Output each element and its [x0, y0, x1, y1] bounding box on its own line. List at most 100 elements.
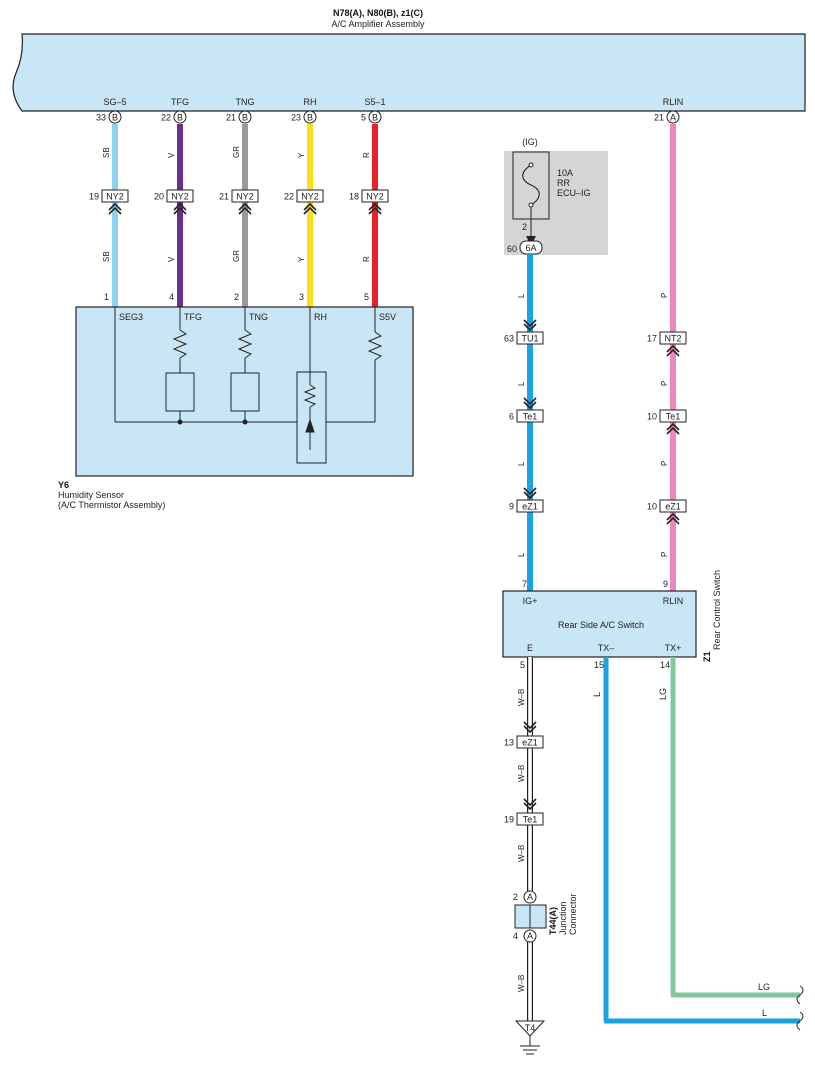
svg-text:14: 14 [660, 660, 670, 670]
connector-ez1: eZ1 10 [647, 499, 687, 513]
svg-text:6A: 6A [525, 243, 536, 253]
svg-text:V: V [167, 256, 176, 262]
svg-text:15: 15 [594, 660, 604, 670]
svg-text:9: 9 [663, 579, 668, 589]
svg-text:TX+: TX+ [665, 643, 682, 653]
amp-terminal-label: RH [304, 97, 317, 107]
svg-text:9: 9 [509, 502, 514, 512]
svg-text:TFG: TFG [184, 312, 202, 322]
svg-text:NY2: NY2 [366, 192, 384, 202]
connector-ez1: eZ1 9 [509, 499, 544, 513]
svg-text:RLIN: RLIN [663, 97, 684, 107]
svg-text:W–B: W–B [517, 765, 526, 782]
fuse-block-background [504, 151, 608, 255]
amp-terminal-label: TFG [171, 97, 189, 107]
svg-text:18: 18 [349, 192, 359, 202]
amp-terminal-label: TNG [236, 97, 255, 107]
svg-text:RLIN: RLIN [663, 596, 684, 606]
diagram-title-code: N78(A), N80(B), z1(C) [333, 8, 423, 18]
sensor-name: Humidity Sensor [58, 490, 124, 500]
svg-text:22: 22 [284, 192, 294, 202]
switch-name: Rear Side A/C Switch [558, 620, 644, 630]
svg-text:P: P [660, 552, 669, 557]
svg-text:B: B [372, 113, 378, 123]
svg-text:LG: LG [758, 982, 770, 992]
svg-text:5: 5 [361, 113, 366, 123]
svg-text:3: 3 [299, 292, 304, 302]
svg-text:4: 4 [513, 931, 518, 941]
svg-text:W–B: W–B [517, 975, 526, 992]
svg-text:19: 19 [504, 815, 514, 825]
svg-text:L: L [517, 381, 526, 386]
svg-text:GR: GR [232, 146, 241, 158]
svg-text:P: P [660, 293, 669, 298]
sensor-code: Y6 [58, 480, 69, 490]
svg-text:S5V: S5V [379, 312, 396, 322]
svg-text:63: 63 [504, 334, 514, 344]
svg-text:V: V [167, 152, 176, 158]
svg-text:2: 2 [234, 292, 239, 302]
svg-text:eZ1: eZ1 [522, 502, 538, 512]
svg-text:NY2: NY2 [171, 192, 189, 202]
switch-desc: Rear Control Switch [712, 570, 722, 650]
svg-text:6: 6 [509, 412, 514, 422]
svg-text:GR: GR [232, 250, 241, 262]
amp-terminal-label: S5–1 [364, 97, 385, 107]
svg-text:B: B [112, 113, 118, 123]
fuse-conn-pin: 60 [507, 244, 517, 254]
svg-text:P: P [660, 381, 669, 386]
svg-text:L: L [592, 692, 602, 697]
svg-text:Y: Y [297, 152, 306, 158]
connector-tu1: TU1 63 [504, 331, 544, 345]
connector-ez1: eZ1 13 [504, 735, 544, 749]
svg-text:Junction: Junction [558, 901, 568, 935]
svg-text:NY2: NY2 [236, 192, 254, 202]
svg-text:Connector: Connector [568, 893, 578, 935]
connector-te1: Te1 10 [647, 409, 687, 423]
svg-text:7: 7 [522, 579, 527, 589]
svg-text:R: R [362, 152, 371, 158]
rear-ac-switch-box [502, 590, 697, 658]
svg-text:A: A [527, 892, 533, 902]
svg-text:RH: RH [314, 312, 327, 322]
svg-text:L: L [517, 293, 526, 298]
svg-text:eZ1: eZ1 [665, 502, 681, 512]
fuse-name-2: ECU–IG [557, 188, 591, 198]
fuse-ig-label: (IG) [522, 137, 538, 147]
svg-text:B: B [307, 113, 313, 123]
svg-text:2: 2 [513, 892, 518, 902]
svg-text:B: B [242, 113, 248, 123]
svg-text:L: L [517, 461, 526, 466]
svg-text:1: 1 [104, 292, 109, 302]
svg-text:23: 23 [291, 113, 301, 123]
svg-text:10: 10 [647, 412, 657, 422]
svg-text:TNG: TNG [249, 312, 268, 322]
svg-text:5: 5 [520, 660, 525, 670]
svg-text:NY2: NY2 [106, 192, 124, 202]
fuse-symbol [522, 164, 540, 206]
sensor-subname: (A/C Thermistor Assembly) [58, 500, 165, 510]
svg-text:TU1: TU1 [521, 334, 538, 344]
junction-code: T44(A) [548, 907, 558, 935]
svg-text:SB: SB [102, 251, 111, 262]
svg-text:SEG3: SEG3 [119, 312, 143, 322]
svg-text:T4: T4 [525, 1023, 536, 1033]
svg-text:21: 21 [226, 113, 236, 123]
svg-text:10: 10 [647, 502, 657, 512]
svg-text:B: B [177, 113, 183, 123]
svg-text:TX–: TX– [598, 643, 615, 653]
svg-text:eZ1: eZ1 [522, 738, 538, 748]
svg-text:13: 13 [504, 738, 514, 748]
svg-text:Te1: Te1 [666, 412, 681, 422]
